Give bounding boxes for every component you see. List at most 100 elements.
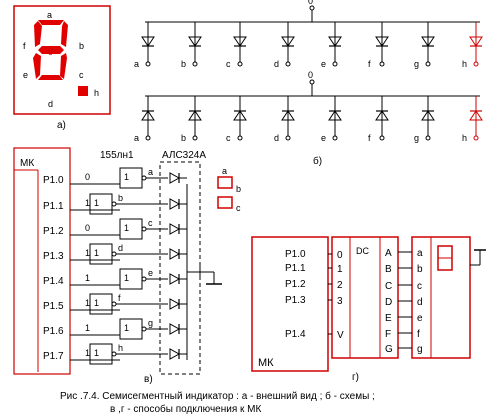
indicator-input-3: d	[417, 297, 423, 308]
panel-d-caption: г)	[352, 372, 359, 383]
panel-b-caption: б)	[313, 155, 322, 167]
diode-row-common-cathode-label-c: c	[226, 133, 231, 143]
row-P1.2: P1.2 0 1 c	[43, 218, 187, 240]
port-level-2: 0	[85, 223, 90, 233]
diode-row-common-cathode-label-h: h	[462, 133, 467, 143]
segment-f	[34, 21, 42, 47]
segment-d	[38, 75, 63, 80]
segment-label-1: b	[118, 193, 123, 203]
diode-row-common-anode-label-f: f	[368, 59, 371, 69]
port-label-2: P1.2	[43, 226, 64, 237]
dc-input-3: 3	[337, 296, 343, 307]
seg-label-f: f	[23, 41, 26, 51]
segment-label-4: e	[148, 268, 153, 278]
inverter-label-6: 1	[124, 323, 129, 333]
diode-row-common-anode-diode-h	[469, 36, 483, 47]
dc-output-4: E	[385, 313, 392, 324]
diode-row-common-cathode-label-f: f	[368, 133, 371, 143]
diode-row-common-cathode-label-d: d	[274, 133, 279, 143]
seg-label-d: d	[48, 99, 53, 109]
mk-block-d	[251, 236, 329, 372]
seg-label-a: a	[47, 10, 52, 20]
inverter-label-7: 1	[94, 348, 99, 358]
panel-a-indicator: a b c d e f g h а)	[13, 5, 111, 131]
display-led-7	[169, 348, 181, 360]
mini-segment-box-2	[217, 196, 233, 209]
segment-label-6: g	[148, 318, 153, 328]
diode-row-common-cathode-label-b: b	[181, 133, 186, 143]
indicator-input-6: g	[417, 344, 423, 355]
figure-caption-line-2: в ,г - способы подключения к МК	[110, 403, 261, 415]
indicator-frame	[13, 5, 111, 115]
port-level-5: 1	[85, 298, 90, 308]
segment-label-7: h	[118, 343, 123, 353]
port-level-1: 1	[85, 198, 90, 208]
indicator-input-5: f	[417, 329, 420, 340]
display-led-3	[169, 248, 181, 260]
diode-row-common-cathode-diode-f	[375, 110, 389, 121]
seg-label-g: g	[48, 45, 53, 55]
mini-segment-box-1	[217, 176, 233, 189]
figure-caption-line-1: Рис .7.4. Семисегментный индикатор : а -…	[60, 390, 375, 402]
inverter-label-5: 1	[94, 298, 99, 308]
display-led-1	[169, 198, 181, 210]
seg-label-c: c	[79, 70, 84, 80]
mini-label-c: c	[236, 203, 241, 213]
seg-label-b: b	[79, 41, 84, 51]
inverter-label-3: 1	[94, 248, 99, 258]
indicator-input-0: a	[417, 248, 423, 259]
indicator-input-1: b	[417, 264, 423, 275]
mk-label-c: МК	[20, 158, 34, 169]
diode-row-common-cathode-diode-g	[421, 110, 435, 121]
segment-label-2: c	[148, 218, 153, 228]
decoder-label: DC	[356, 246, 369, 256]
seg-label-e: e	[23, 70, 28, 80]
diode-row-common-cathode-diode-c	[233, 110, 247, 121]
inverter-label-1: 1	[94, 198, 99, 208]
seg-label-h: h	[94, 88, 99, 98]
segment-g	[38, 46, 64, 54]
diode-row-common-anode-common-label: 0	[308, 0, 313, 6]
port-level-3: 1	[85, 248, 90, 258]
diode-row-common-cathode-diode-e	[328, 110, 342, 121]
diode-row-common-cathode-diode-a	[141, 110, 155, 121]
row-P1.4: P1.4 1 1 e	[43, 268, 187, 290]
port-label-0: P1.0	[43, 175, 64, 186]
decoder-block	[331, 236, 399, 359]
segment-label-3: d	[118, 243, 123, 253]
indicator-block-d	[411, 236, 471, 359]
mk-block-c	[13, 147, 71, 375]
dc-input-4: V	[337, 330, 344, 341]
inverter-label-2: 1	[124, 223, 129, 233]
port-level-4: 1	[85, 273, 90, 283]
inverter-label-4: 1	[124, 273, 129, 283]
diode-row-common-anode-label-a: a	[134, 59, 139, 69]
dc-output-0: A	[385, 248, 392, 259]
port-label-4: P1.4	[43, 276, 64, 287]
port-label-7: P1.7	[43, 351, 64, 362]
dc-input-0: 0	[337, 250, 343, 261]
segment-label-5: f	[118, 293, 121, 303]
port-label-3: P1.3	[43, 251, 64, 262]
port-label-1: P1.1	[43, 201, 64, 212]
diode-row-common-anode-diode-c	[233, 36, 247, 47]
mini-label-a: a	[222, 166, 227, 176]
dc-output-2: C	[385, 281, 392, 292]
port-level-6: 1	[85, 323, 90, 333]
ic-label-155ln1: 155лн1	[100, 150, 134, 161]
display-led-2	[169, 223, 181, 235]
mk-label-d: МК	[258, 357, 274, 369]
diode-row-common-cathode-label-g: g	[414, 133, 419, 143]
diode-row-common-anode-diode-a	[141, 36, 155, 47]
